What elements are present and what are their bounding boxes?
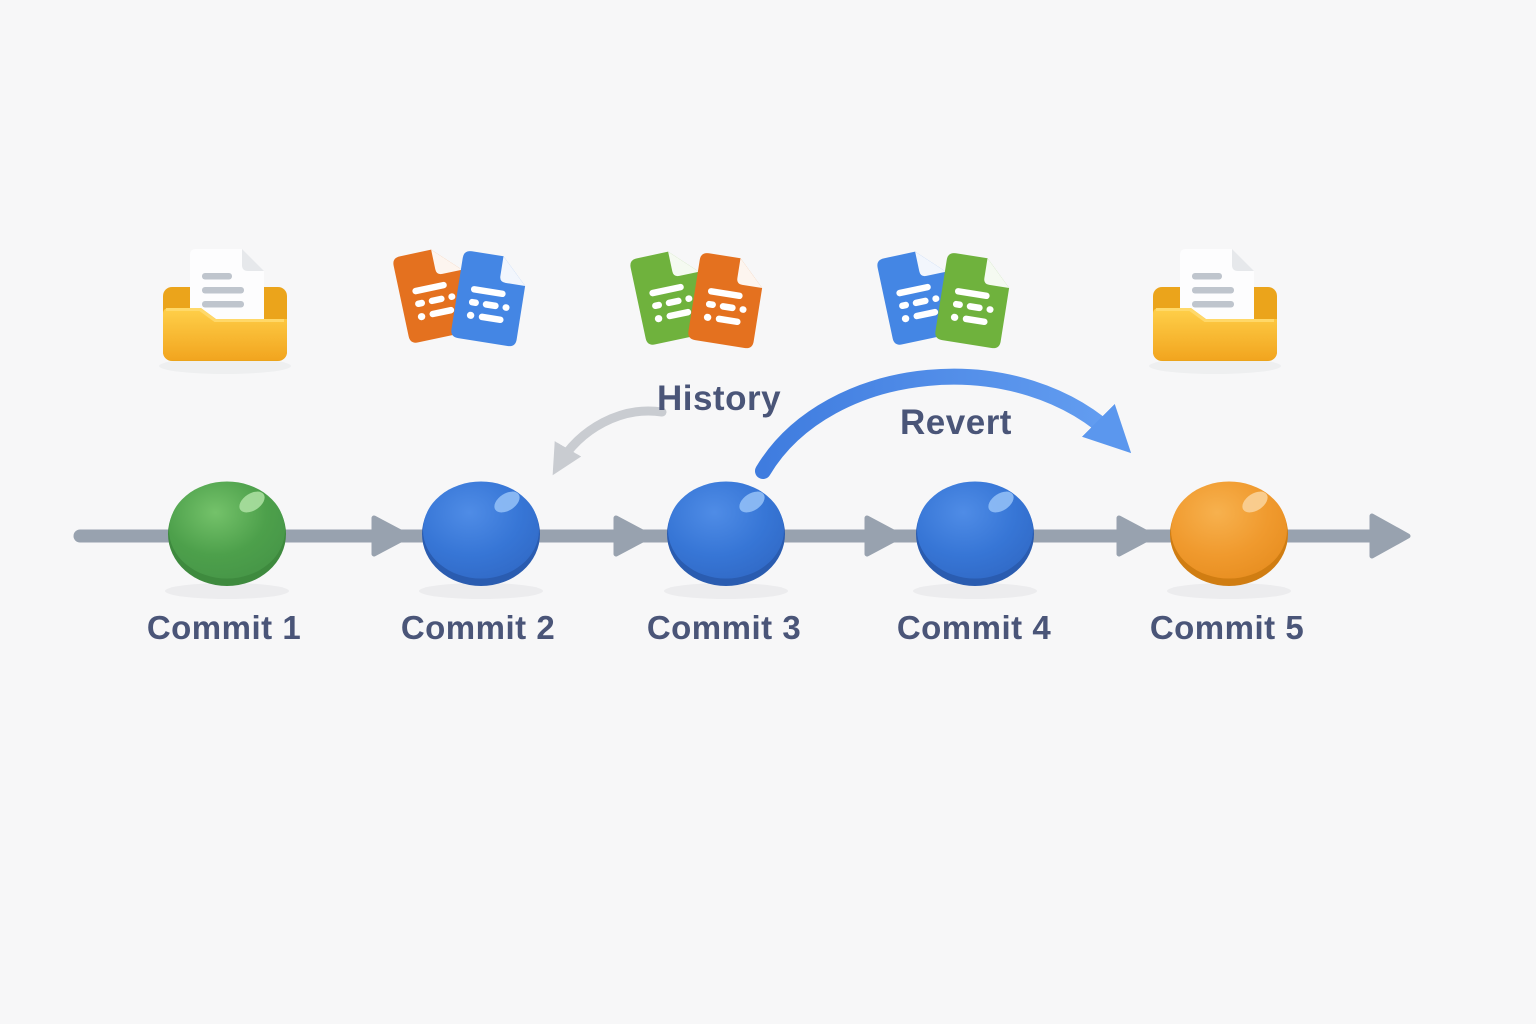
timeline-arrowhead: [864, 515, 904, 557]
commit-sphere: [423, 481, 539, 579]
document-pair-icon-commit-3: [629, 246, 767, 350]
commit-label-1: Commit 1: [146, 609, 302, 646]
commit-sphere-highlight: [988, 491, 1014, 513]
icon-row: [159, 244, 1281, 374]
commit-shadow: [1167, 583, 1291, 599]
document-icon-blue: [450, 250, 530, 348]
commit-node-2: [419, 481, 543, 599]
document-pair-icon-commit-2: [392, 244, 530, 348]
commit-sphere-highlight: [239, 491, 265, 513]
history-label: History: [656, 379, 782, 418]
commit-label-4: Commit 4: [896, 609, 1052, 646]
commit-sphere-highlight: [494, 491, 520, 513]
commit-node-3: [664, 481, 788, 599]
timeline-arrowhead: [371, 515, 411, 557]
commit-shadow: [419, 583, 543, 599]
commit-label-3: Commit 3: [646, 609, 802, 646]
document-pair-icon-commit-4: [876, 246, 1014, 350]
revert-arrow: [755, 368, 1132, 479]
commit-sphere: [917, 481, 1033, 579]
timeline-arrowhead: [613, 515, 653, 557]
commit-node-4: [913, 481, 1037, 599]
document-icon-green: [934, 252, 1014, 350]
commit-sphere: [169, 481, 285, 579]
commit-label-2: Commit 2: [400, 609, 556, 646]
commit-sphere: [668, 481, 784, 579]
timeline-end-arrowhead: [1369, 513, 1411, 559]
folder-with-document-icon-commit-5: [1151, 247, 1279, 363]
revert-label: Revert: [900, 403, 1012, 442]
folder-with-document-icon-commit-1: [161, 247, 289, 363]
commit-shadow: [913, 583, 1037, 599]
commit-shadow: [165, 583, 289, 599]
commit-node-5: [1167, 481, 1291, 599]
icon-shadow: [159, 358, 291, 374]
commit-label-5: Commit 5: [1149, 609, 1305, 646]
document-icon-orange: [687, 252, 767, 350]
commit-sphere: [1171, 481, 1287, 579]
commit-shadow: [664, 583, 788, 599]
timeline-arrowhead: [1116, 515, 1156, 557]
icon-shadow: [1149, 358, 1281, 374]
commit-sphere-highlight: [1242, 491, 1268, 513]
history-arrow: [552, 406, 667, 476]
commit-sphere-highlight: [739, 491, 765, 513]
commit-node-1: [165, 481, 289, 599]
